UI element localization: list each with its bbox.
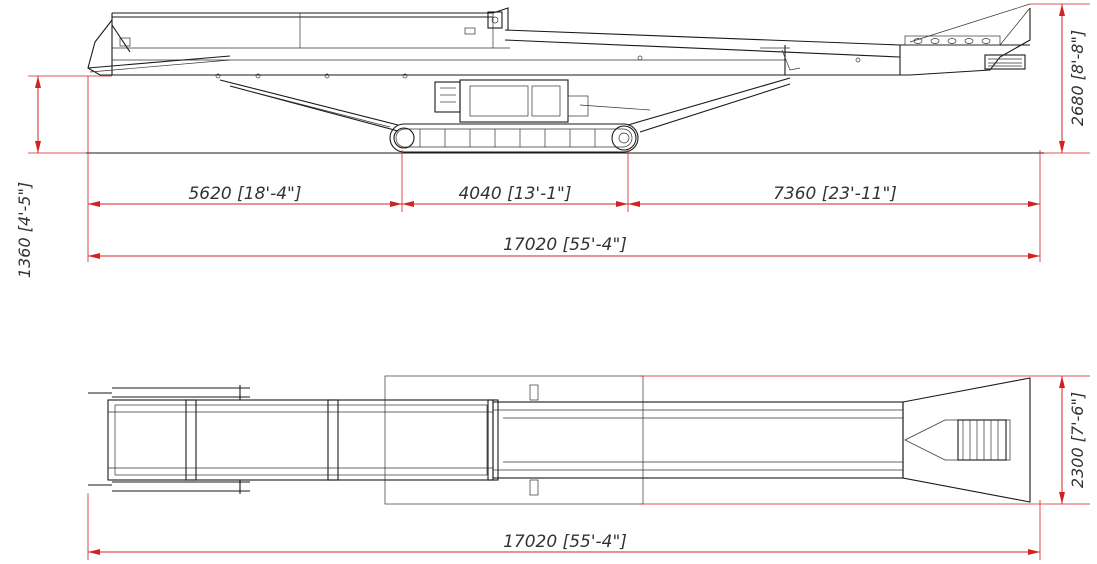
dim-label-overall-plan: 17020 [55'-4"] bbox=[503, 532, 627, 552]
dim-label-seg3: 7360 [23'-11"] bbox=[773, 184, 897, 204]
dim-label-width: 2300 [7'-6"] bbox=[1068, 392, 1087, 488]
plan-head-hopper bbox=[902, 377, 1031, 503]
plan-belt bbox=[492, 384, 904, 496]
dim-label-height-left: 1360 [4'-5"] bbox=[15, 182, 34, 278]
conveyor-frame bbox=[87, 3, 1031, 79]
dim-label-seg1: 5620 [18'-4"] bbox=[188, 184, 301, 204]
dim-label-seg2: 4040 [13'-1"] bbox=[458, 184, 571, 204]
dim-label-height-top: 2680 [8'-8"] bbox=[1068, 30, 1087, 126]
side-view-conveyor bbox=[86, 3, 1044, 154]
power-unit bbox=[434, 79, 589, 123]
plan-view-conveyor bbox=[88, 375, 1031, 505]
support-struts bbox=[219, 77, 791, 133]
plan-track-footprint bbox=[384, 375, 644, 505]
plan-tail-frame bbox=[88, 385, 499, 494]
crawler-track bbox=[389, 123, 639, 153]
side-view-dimensions: 5620 [18'-4"] 4040 [13'-1"] 7360 [23'-11… bbox=[15, 3, 1090, 278]
dim-label-overall-side: 17020 [55'-4"] bbox=[503, 235, 627, 255]
plan-view-dimensions: 17020 [55'-4"] 2300 [7'-6"] bbox=[87, 375, 1090, 560]
